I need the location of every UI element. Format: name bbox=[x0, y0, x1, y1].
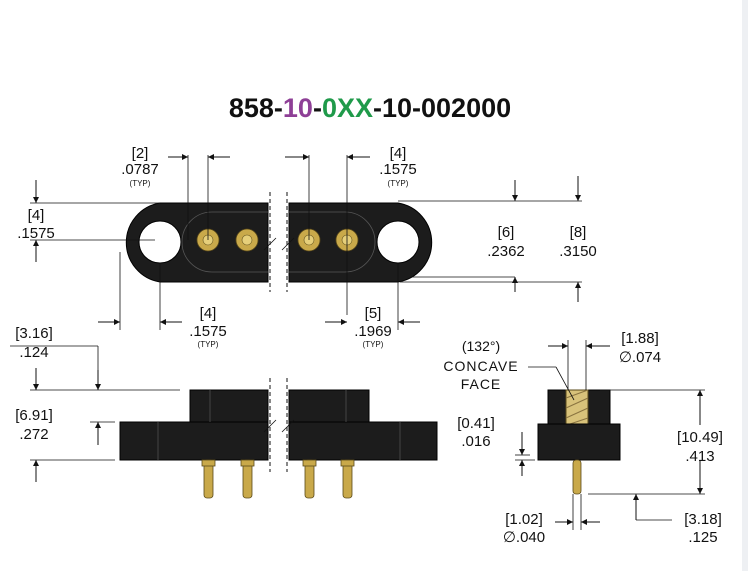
dim-flange-mm: [0.41] bbox=[457, 415, 495, 432]
dim-pin-typ: (TYP) bbox=[388, 179, 409, 188]
dim-hole2-in: .1969 bbox=[354, 323, 392, 340]
title-suffix: -10-002000 bbox=[373, 93, 511, 123]
dim-pitch-typ: (TYP) bbox=[130, 179, 151, 188]
dim-height-mm: [4] bbox=[28, 207, 45, 224]
side-view-dimensions bbox=[515, 340, 705, 530]
dim-pitch-in: .0787 bbox=[121, 161, 159, 178]
side-tail bbox=[572, 459, 582, 495]
dim-dia-in: ∅.074 bbox=[619, 349, 661, 366]
top-view-dim-texts: [2] .0787 (TYP) [4] .1575 (TYP) [4] .157… bbox=[17, 145, 597, 349]
top-view-dimensions bbox=[30, 154, 582, 330]
top-view bbox=[125, 192, 433, 292]
front-upper-body-left bbox=[189, 389, 269, 423]
dim-top-mm: [3.16] bbox=[15, 325, 53, 342]
dim-pin-in: .1575 bbox=[379, 161, 417, 178]
dim-tail-in: .125 bbox=[688, 529, 717, 546]
concave-angle: (132°) bbox=[462, 338, 500, 354]
side-section-view bbox=[537, 389, 621, 495]
front-view bbox=[119, 378, 438, 499]
side-flange bbox=[537, 423, 621, 461]
dim-height-in: .1575 bbox=[17, 225, 55, 242]
dim-overall-in: .3150 bbox=[559, 243, 597, 260]
dim-hole-in: .1575 bbox=[189, 323, 227, 340]
dim-tip-in: ∅.040 bbox=[503, 529, 545, 546]
title-prefix: 858- bbox=[229, 93, 283, 123]
dim-hole2-typ: (TYP) bbox=[363, 340, 384, 349]
front-flange-right bbox=[288, 421, 438, 461]
dim-width-mm: [6] bbox=[498, 224, 515, 241]
top-view-inner-outline-right bbox=[289, 211, 376, 273]
title-dash: - bbox=[313, 93, 322, 123]
dim-tail-mm: [3.18] bbox=[684, 511, 722, 528]
mounting-hole-right bbox=[376, 220, 420, 264]
front-view-dim-texts: [3.16] .124 [6.91] .272 bbox=[15, 325, 53, 443]
concave-label-2: FACE bbox=[461, 376, 502, 392]
dim-top-in: .124 bbox=[19, 344, 48, 361]
mounting-hole-left bbox=[138, 220, 182, 264]
dim-body-mm: [6.91] bbox=[15, 407, 53, 424]
title-part2: 0XX bbox=[322, 93, 373, 123]
dim-hole-typ: (TYP) bbox=[198, 340, 219, 349]
dim-body-in: .272 bbox=[19, 426, 48, 443]
dim-total-mm: [10.49] bbox=[677, 429, 723, 446]
top-view-inner-outline-left bbox=[181, 211, 268, 273]
dim-hole-mm: [4] bbox=[200, 305, 217, 322]
dim-overall-mm: [8] bbox=[570, 224, 587, 241]
dim-flange-in: .016 bbox=[461, 433, 490, 450]
break-symbol bbox=[263, 237, 295, 251]
dim-width-in: .2362 bbox=[487, 243, 525, 260]
part-number-title: 858-10-0XX-10-002000 bbox=[229, 93, 511, 123]
dim-hole2-mm: [5] bbox=[365, 305, 382, 322]
dim-pin-mm: [4] bbox=[390, 145, 407, 162]
dim-dia-mm: [1.88] bbox=[621, 330, 659, 347]
front-upper-body-right bbox=[288, 389, 370, 423]
title-part1: 10 bbox=[283, 93, 313, 123]
dim-total-in: .413 bbox=[685, 448, 714, 465]
side-view-dim-texts: [1.88] ∅.074 (132°) CONCAVE FACE [0.41] … bbox=[443, 330, 723, 546]
page-edge bbox=[742, 0, 748, 571]
dim-tip-mm: [1.02] bbox=[505, 511, 543, 528]
front-flange-left bbox=[119, 421, 269, 461]
pin-2-tip bbox=[241, 234, 253, 246]
concave-label-1: CONCAVE bbox=[443, 358, 518, 374]
front-view-dimensions bbox=[10, 345, 180, 482]
dim-pitch-mm: [2] bbox=[132, 145, 149, 162]
